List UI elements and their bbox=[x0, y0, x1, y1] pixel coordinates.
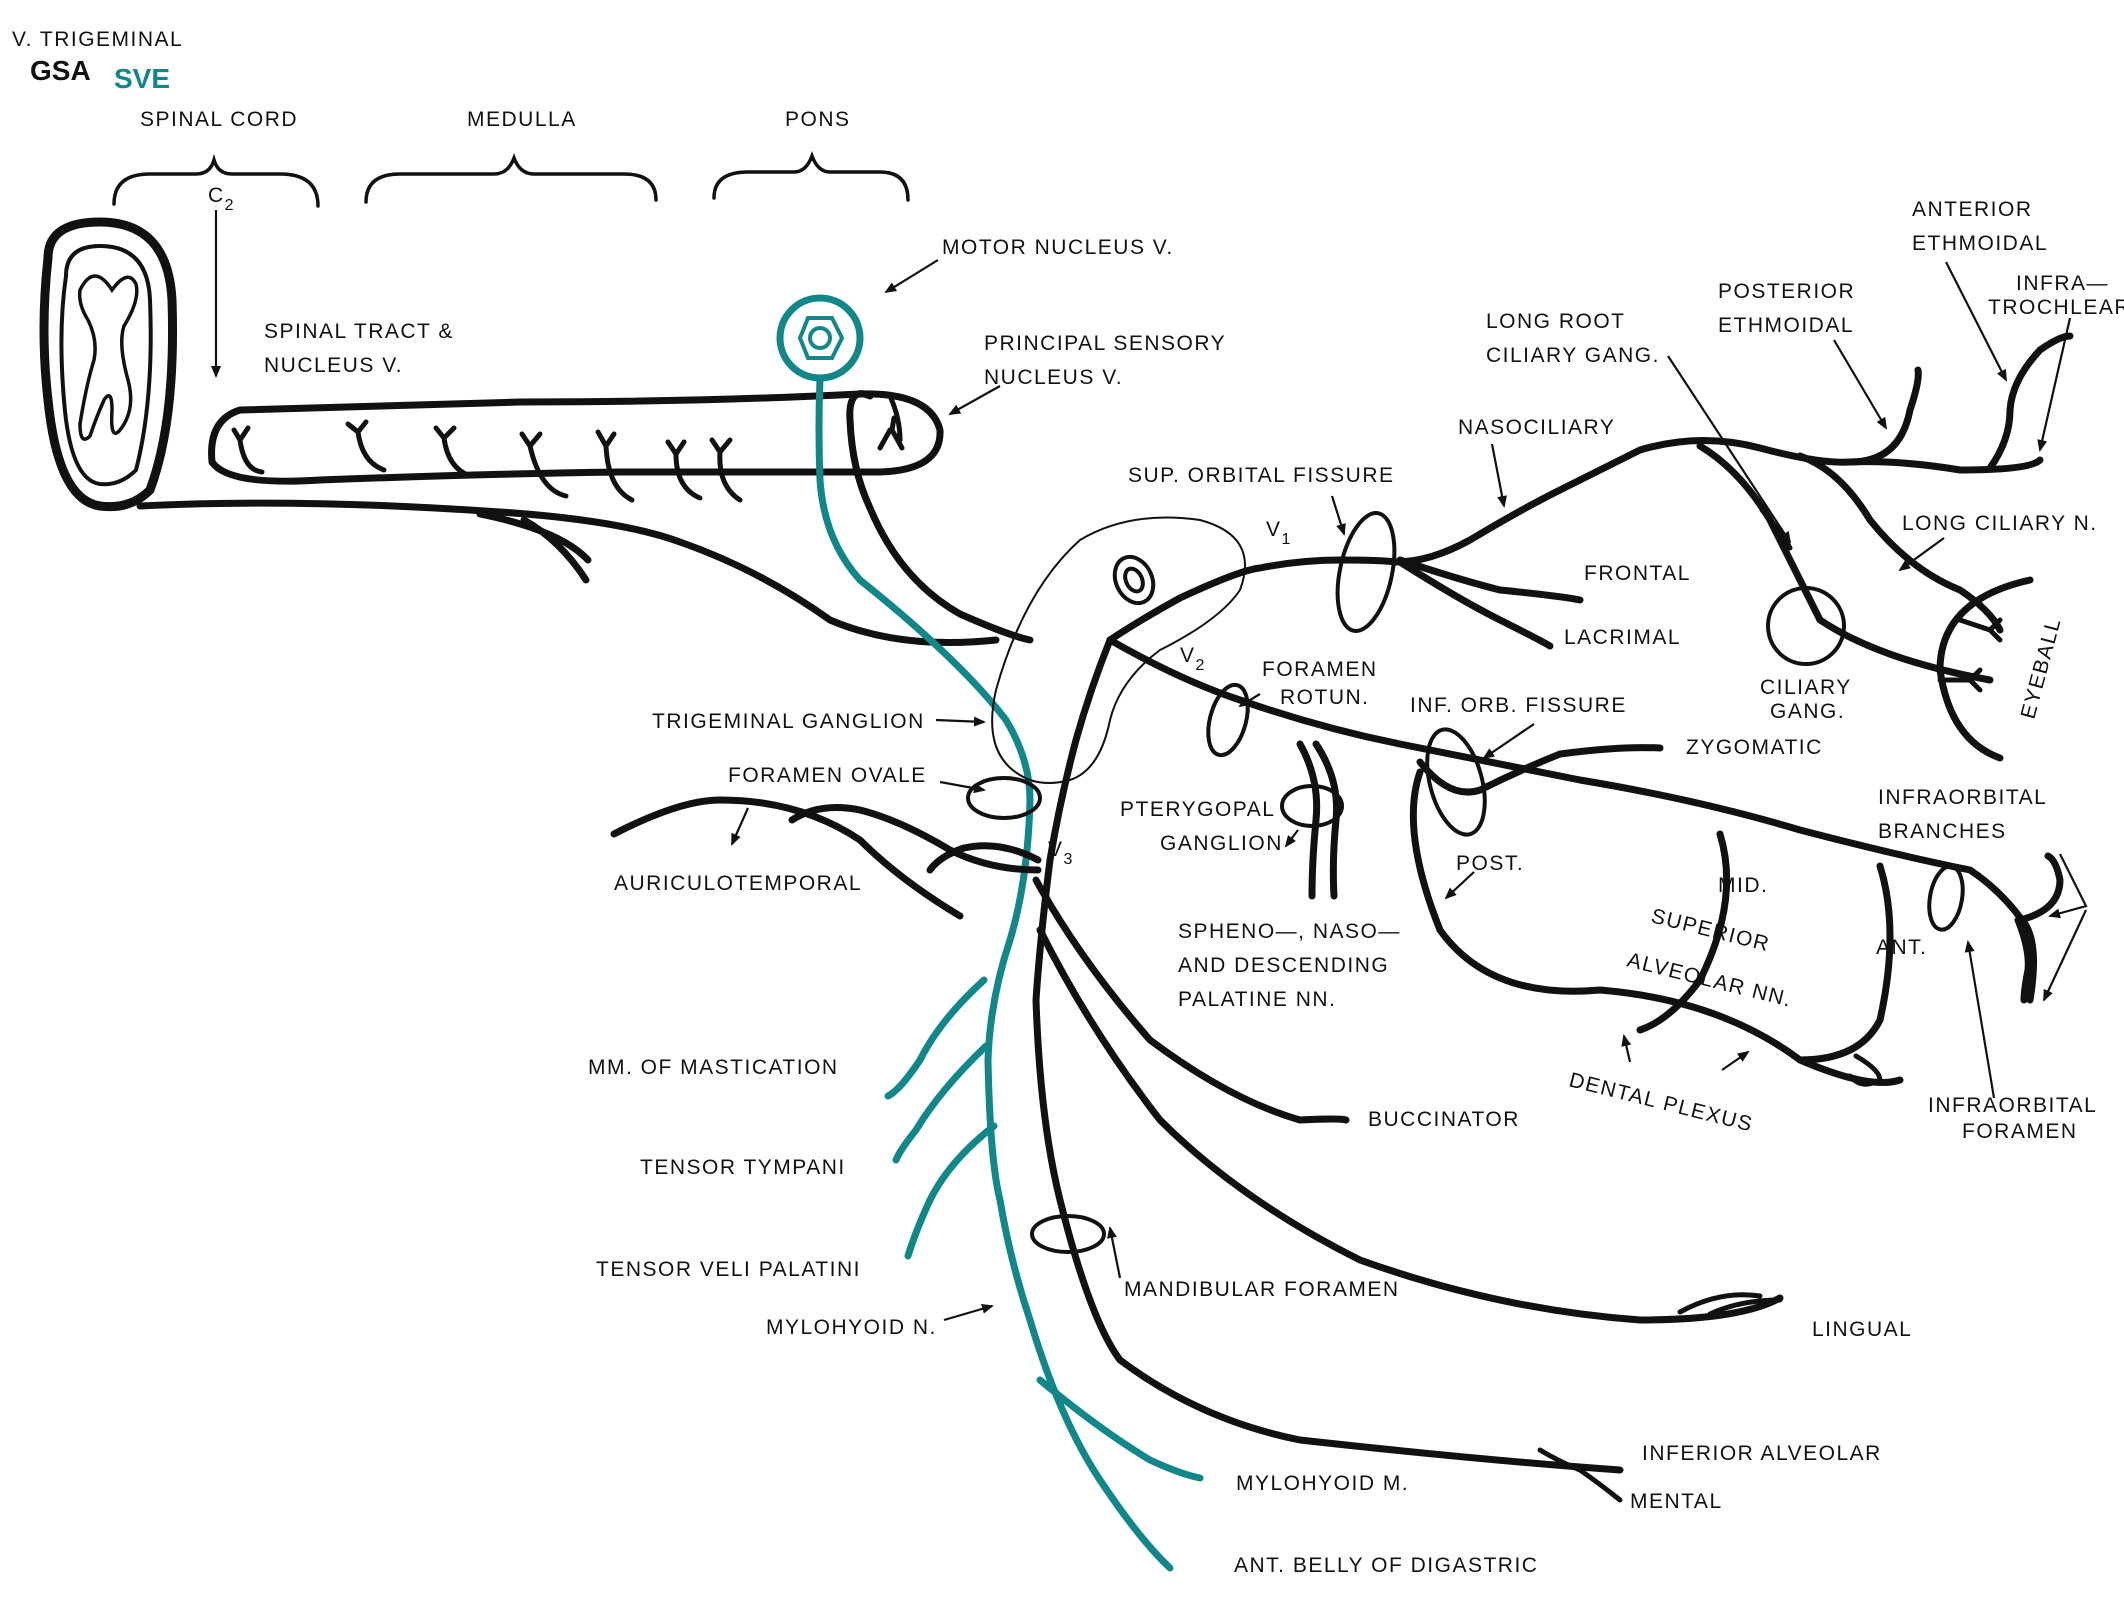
label-eyeball: EYEBALL bbox=[2017, 615, 2066, 721]
label-sup-orbital: SUP. ORBITAL FISSURE bbox=[1128, 464, 1395, 487]
label-auriculotemporal: AURICULOTEMPORAL bbox=[614, 872, 862, 895]
label-mylohyoid-n: MYLOHYOID N. bbox=[766, 1316, 937, 1339]
label-spinal-tract-1: SPINAL TRACT & bbox=[264, 320, 454, 343]
label-ant-ethmoidal-2: ETHMOIDAL bbox=[1912, 232, 2048, 255]
label-v3: V3 bbox=[1048, 838, 1074, 868]
label-spinal-tract-2: NUCLEUS V. bbox=[264, 354, 403, 377]
motor-nucleus-cell bbox=[776, 294, 864, 382]
label-infraorbital-for-1: INFRAORBITAL bbox=[1928, 1094, 2097, 1117]
label-spheno-2: AND DESCENDING bbox=[1178, 954, 1389, 977]
spinal-cord-section bbox=[39, 217, 178, 512]
label-infratrochlear-2: TROCHLEAR bbox=[1988, 296, 2124, 319]
label-v2: V2 bbox=[1180, 644, 1206, 674]
labels: C2 SPINAL TRACT & NUCLEUS V. MOTOR NUCLE… bbox=[208, 184, 2124, 1577]
label-principal-2: NUCLEUS V. bbox=[984, 366, 1123, 389]
legend-gsa: GSA bbox=[30, 55, 91, 86]
principal-sensory-root bbox=[846, 390, 1034, 644]
label-long-ciliary: LONG CILIARY N. bbox=[1902, 512, 2098, 535]
region-medulla: MEDULLA bbox=[467, 108, 577, 131]
maxillary-branches bbox=[1206, 682, 2064, 1087]
label-foramen-ovale: FORAMEN OVALE bbox=[728, 764, 927, 787]
label-tensor-veli: TENSOR VELI PALATINI bbox=[596, 1258, 861, 1281]
label-lingual: LINGUAL bbox=[1812, 1318, 1912, 1341]
label-principal-1: PRINCIPAL SENSORY bbox=[984, 332, 1226, 355]
sve-motor-pathway bbox=[815, 374, 1204, 1572]
label-ciliary-gang-1: CILIARY bbox=[1760, 676, 1852, 699]
label-pterygopal-1: PTERYGOPAL bbox=[1120, 798, 1275, 821]
c2-label: C2 bbox=[208, 184, 235, 214]
label-ant: ANT. bbox=[1876, 936, 1928, 959]
label-post-ethmoidal-1: POSTERIOR bbox=[1718, 280, 1855, 303]
label-mandibular-foramen: MANDIBULAR FORAMEN bbox=[1124, 1278, 1400, 1301]
label-foramen-rotun-1: FORAMEN bbox=[1262, 658, 1378, 681]
region-spinal-cord: SPINAL CORD bbox=[140, 108, 298, 131]
label-v1: V1 bbox=[1266, 518, 1292, 548]
spinal-tract-nucleus bbox=[136, 390, 1000, 646]
label-ciliary-gang-2: GANG. bbox=[1770, 700, 1845, 723]
sup-orbital-fissure-ring bbox=[1335, 511, 1397, 633]
label-frontal: FRONTAL bbox=[1584, 562, 1691, 585]
label-trigeminal-ganglion: TRIGEMINAL GANGLION bbox=[652, 710, 925, 733]
label-infraorbital-for-2: FORAMEN bbox=[1962, 1120, 2078, 1143]
label-mental: MENTAL bbox=[1630, 1490, 1723, 1513]
diagram-title: V. TRIGEMINAL bbox=[12, 28, 183, 51]
label-long-root-2: CILIARY GANG. bbox=[1486, 344, 1660, 367]
label-long-root-1: LONG ROOT bbox=[1486, 310, 1626, 333]
trigeminal-ganglion bbox=[991, 516, 1246, 784]
label-zygomatic: ZYGOMATIC bbox=[1686, 736, 1823, 759]
brace-pons bbox=[712, 151, 910, 202]
label-nasociliary: NASOCILIARY bbox=[1458, 416, 1615, 439]
label-tensor-tympani: TENSOR TYMPANI bbox=[640, 1156, 846, 1179]
label-spheno-3: PALATINE NN. bbox=[1178, 988, 1336, 1011]
label-buccinator: BUCCINATOR bbox=[1368, 1108, 1520, 1131]
label-mylohyoid-m: MYLOHYOID M. bbox=[1236, 1472, 1409, 1495]
label-spheno-1: SPHENO—, NASO— bbox=[1178, 920, 1401, 943]
label-foramen-rotun-2: ROTUN. bbox=[1280, 686, 1370, 709]
label-mid: MID. bbox=[1718, 874, 1768, 897]
label-infraorbital-br-2: BRANCHES bbox=[1878, 820, 2007, 843]
label-motor-nucleus: MOTOR NUCLEUS V. bbox=[942, 236, 1174, 259]
legend-sve: SVE bbox=[114, 63, 170, 94]
label-infraorbital-br-1: INFRAORBITAL bbox=[1878, 786, 2047, 809]
brace-spinal-cord bbox=[112, 153, 320, 208]
label-ant-belly: ANT. BELLY OF DIGASTRIC bbox=[1234, 1554, 1538, 1577]
region-pons: PONS bbox=[785, 108, 851, 131]
label-inferior-alveolar: INFERIOR ALVEOLAR bbox=[1642, 1442, 1882, 1465]
label-lacrimal: LACRIMAL bbox=[1564, 626, 1681, 649]
label-post: POST. bbox=[1456, 852, 1524, 875]
label-pterygopal-2: GANGLION bbox=[1160, 832, 1283, 855]
mandibular-branches bbox=[610, 776, 1784, 1503]
brace-medulla bbox=[364, 153, 658, 204]
label-infratrochlear-1: INFRA— bbox=[2016, 272, 2109, 295]
label-dental-plexus: DENTAL PLEXUS bbox=[1567, 1069, 1756, 1137]
label-post-ethmoidal-2: ETHMOIDAL bbox=[1718, 314, 1854, 337]
label-inf-orb-fissure: INF. ORB. FISSURE bbox=[1410, 694, 1627, 717]
label-ant-ethmoidal-1: ANTERIOR bbox=[1912, 198, 2033, 221]
nasociliary-branches bbox=[1396, 332, 2074, 762]
region-braces bbox=[112, 151, 910, 208]
leader-arrows bbox=[211, 210, 2088, 1322]
label-mm-mastication: MM. OF MASTICATION bbox=[588, 1056, 839, 1079]
